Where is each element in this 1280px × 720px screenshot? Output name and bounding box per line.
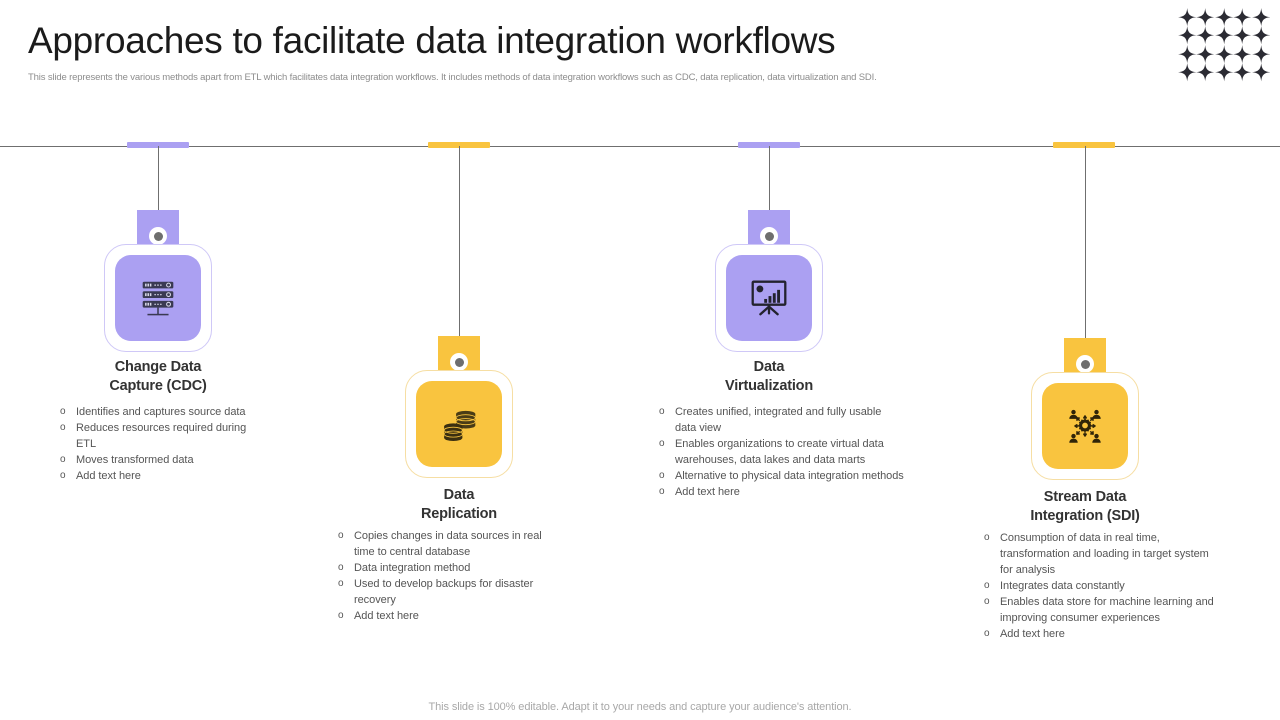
- hang-line-data-virtualization: [769, 146, 770, 210]
- server-rack-icon: [142, 281, 174, 316]
- list-item: Enables data store for machine learning …: [982, 594, 1217, 626]
- hang-line-data-replication: [459, 146, 460, 336]
- card-title-line2: Virtualization: [725, 378, 813, 394]
- page-title: Approaches to facilitate data integratio…: [28, 20, 836, 61]
- list-item: Copies changes in data sources in real t…: [336, 528, 564, 560]
- list-item: Add text here: [657, 484, 905, 500]
- sparkle-icon: [1233, 63, 1252, 82]
- list-item: Moves transformed data: [58, 452, 258, 468]
- sparkle-icon: [1214, 63, 1234, 82]
- hang-line-cdc: [158, 146, 159, 210]
- list-item: Creates unified, integrated and fully us…: [657, 404, 905, 436]
- card-title-line1: Change Data: [114, 359, 202, 375]
- card-title-line2: Integration (SDI): [1030, 508, 1140, 524]
- sparkle-icon: [1251, 44, 1270, 64]
- sparkle-icon: [1196, 8, 1215, 27]
- tag-hole-icon: [1076, 355, 1094, 373]
- sparkle-icon: [1251, 8, 1270, 27]
- card-inner-stream-data-integration: [1042, 383, 1128, 469]
- sparkle-icon: [1251, 63, 1270, 82]
- card-data-virtualization[interactable]: [715, 244, 823, 352]
- sparkle-icon: [1178, 26, 1197, 45]
- list-item: Integrates data constantly: [982, 578, 1217, 594]
- rail-tab-stream-data-integration: [1053, 142, 1115, 148]
- list-item: Data integration method: [336, 560, 564, 576]
- database-replication-icon: [443, 410, 476, 441]
- card-title-data-virtualization: Data Virtualization: [659, 358, 879, 396]
- sparkle-icon: [1233, 44, 1252, 64]
- list-item: Identifies and captures source data: [58, 404, 258, 420]
- sparkle-grid-decoration: [1178, 8, 1270, 82]
- sparkle-icon: [1214, 44, 1234, 64]
- hang-line-stream-data-integration: [1085, 146, 1086, 338]
- sparkle-icon: [1196, 63, 1215, 82]
- footer-note: This slide is 100% editable. Adapt it to…: [428, 701, 852, 713]
- card-data-replication[interactable]: [405, 370, 513, 478]
- list-item: Used to develop backups for disaster rec…: [336, 576, 564, 608]
- presentation-chart-icon: [751, 280, 787, 316]
- card-title-line2: Replication: [421, 506, 497, 522]
- card-title-cdc: Change Data Capture (CDC): [48, 358, 268, 396]
- card-inner-data-virtualization: [726, 255, 812, 341]
- list-item: Enables organizations to create virtual …: [657, 436, 905, 468]
- bullets-cdc: Identifies and captures source data Redu…: [58, 404, 258, 484]
- horizontal-rail: [0, 146, 1280, 147]
- card-stream-data-integration[interactable]: [1031, 372, 1139, 480]
- list-item: Alternative to physical data integration…: [657, 468, 905, 484]
- tag-hole-icon: [760, 227, 778, 245]
- list-item: Add text here: [982, 626, 1217, 642]
- card-title-data-replication: Data Replication: [349, 486, 569, 524]
- sparkle-icon: [1251, 26, 1270, 45]
- sparkle-icon: [1214, 26, 1234, 45]
- card-title-line2: Capture (CDC): [109, 378, 207, 394]
- rail-tab-cdc: [127, 142, 189, 148]
- rail-tab-data-replication: [428, 142, 490, 148]
- card-title-line1: Data: [753, 359, 785, 375]
- card-cdc[interactable]: [104, 244, 212, 352]
- card-title-line1: Data: [443, 487, 475, 503]
- network-hub-people-icon: [1069, 409, 1101, 443]
- card-inner-data-replication: [416, 381, 502, 467]
- list-item: Reduces resources required during ETL: [58, 420, 258, 452]
- card-inner-cdc: [115, 255, 201, 341]
- tag-hole-icon: [149, 227, 167, 245]
- list-item: Consumption of data in real time, transf…: [982, 530, 1217, 578]
- sparkle-icon: [1178, 63, 1197, 82]
- page-subtitle: This slide represents the various method…: [28, 72, 877, 83]
- sparkle-icon: [1233, 8, 1252, 27]
- sparkle-icon: [1178, 44, 1197, 64]
- sparkle-icon: [1214, 8, 1234, 27]
- list-item: Add text here: [58, 468, 258, 484]
- rail-tab-data-virtualization: [738, 142, 800, 148]
- sparkle-icon: [1233, 26, 1252, 45]
- sparkle-icon: [1196, 44, 1215, 64]
- bullets-data-virtualization: Creates unified, integrated and fully us…: [657, 404, 905, 500]
- list-item: Add text here: [336, 608, 564, 624]
- card-title-stream-data-integration: Stream Data Integration (SDI): [975, 488, 1195, 526]
- tag-hole-icon: [450, 353, 468, 371]
- bullets-stream-data-integration: Consumption of data in real time, transf…: [982, 530, 1217, 642]
- sparkle-icon: [1196, 26, 1215, 45]
- card-title-line1: Stream Data: [1043, 489, 1127, 505]
- bullets-data-replication: Copies changes in data sources in real t…: [336, 528, 564, 624]
- sparkle-icon: [1178, 8, 1197, 27]
